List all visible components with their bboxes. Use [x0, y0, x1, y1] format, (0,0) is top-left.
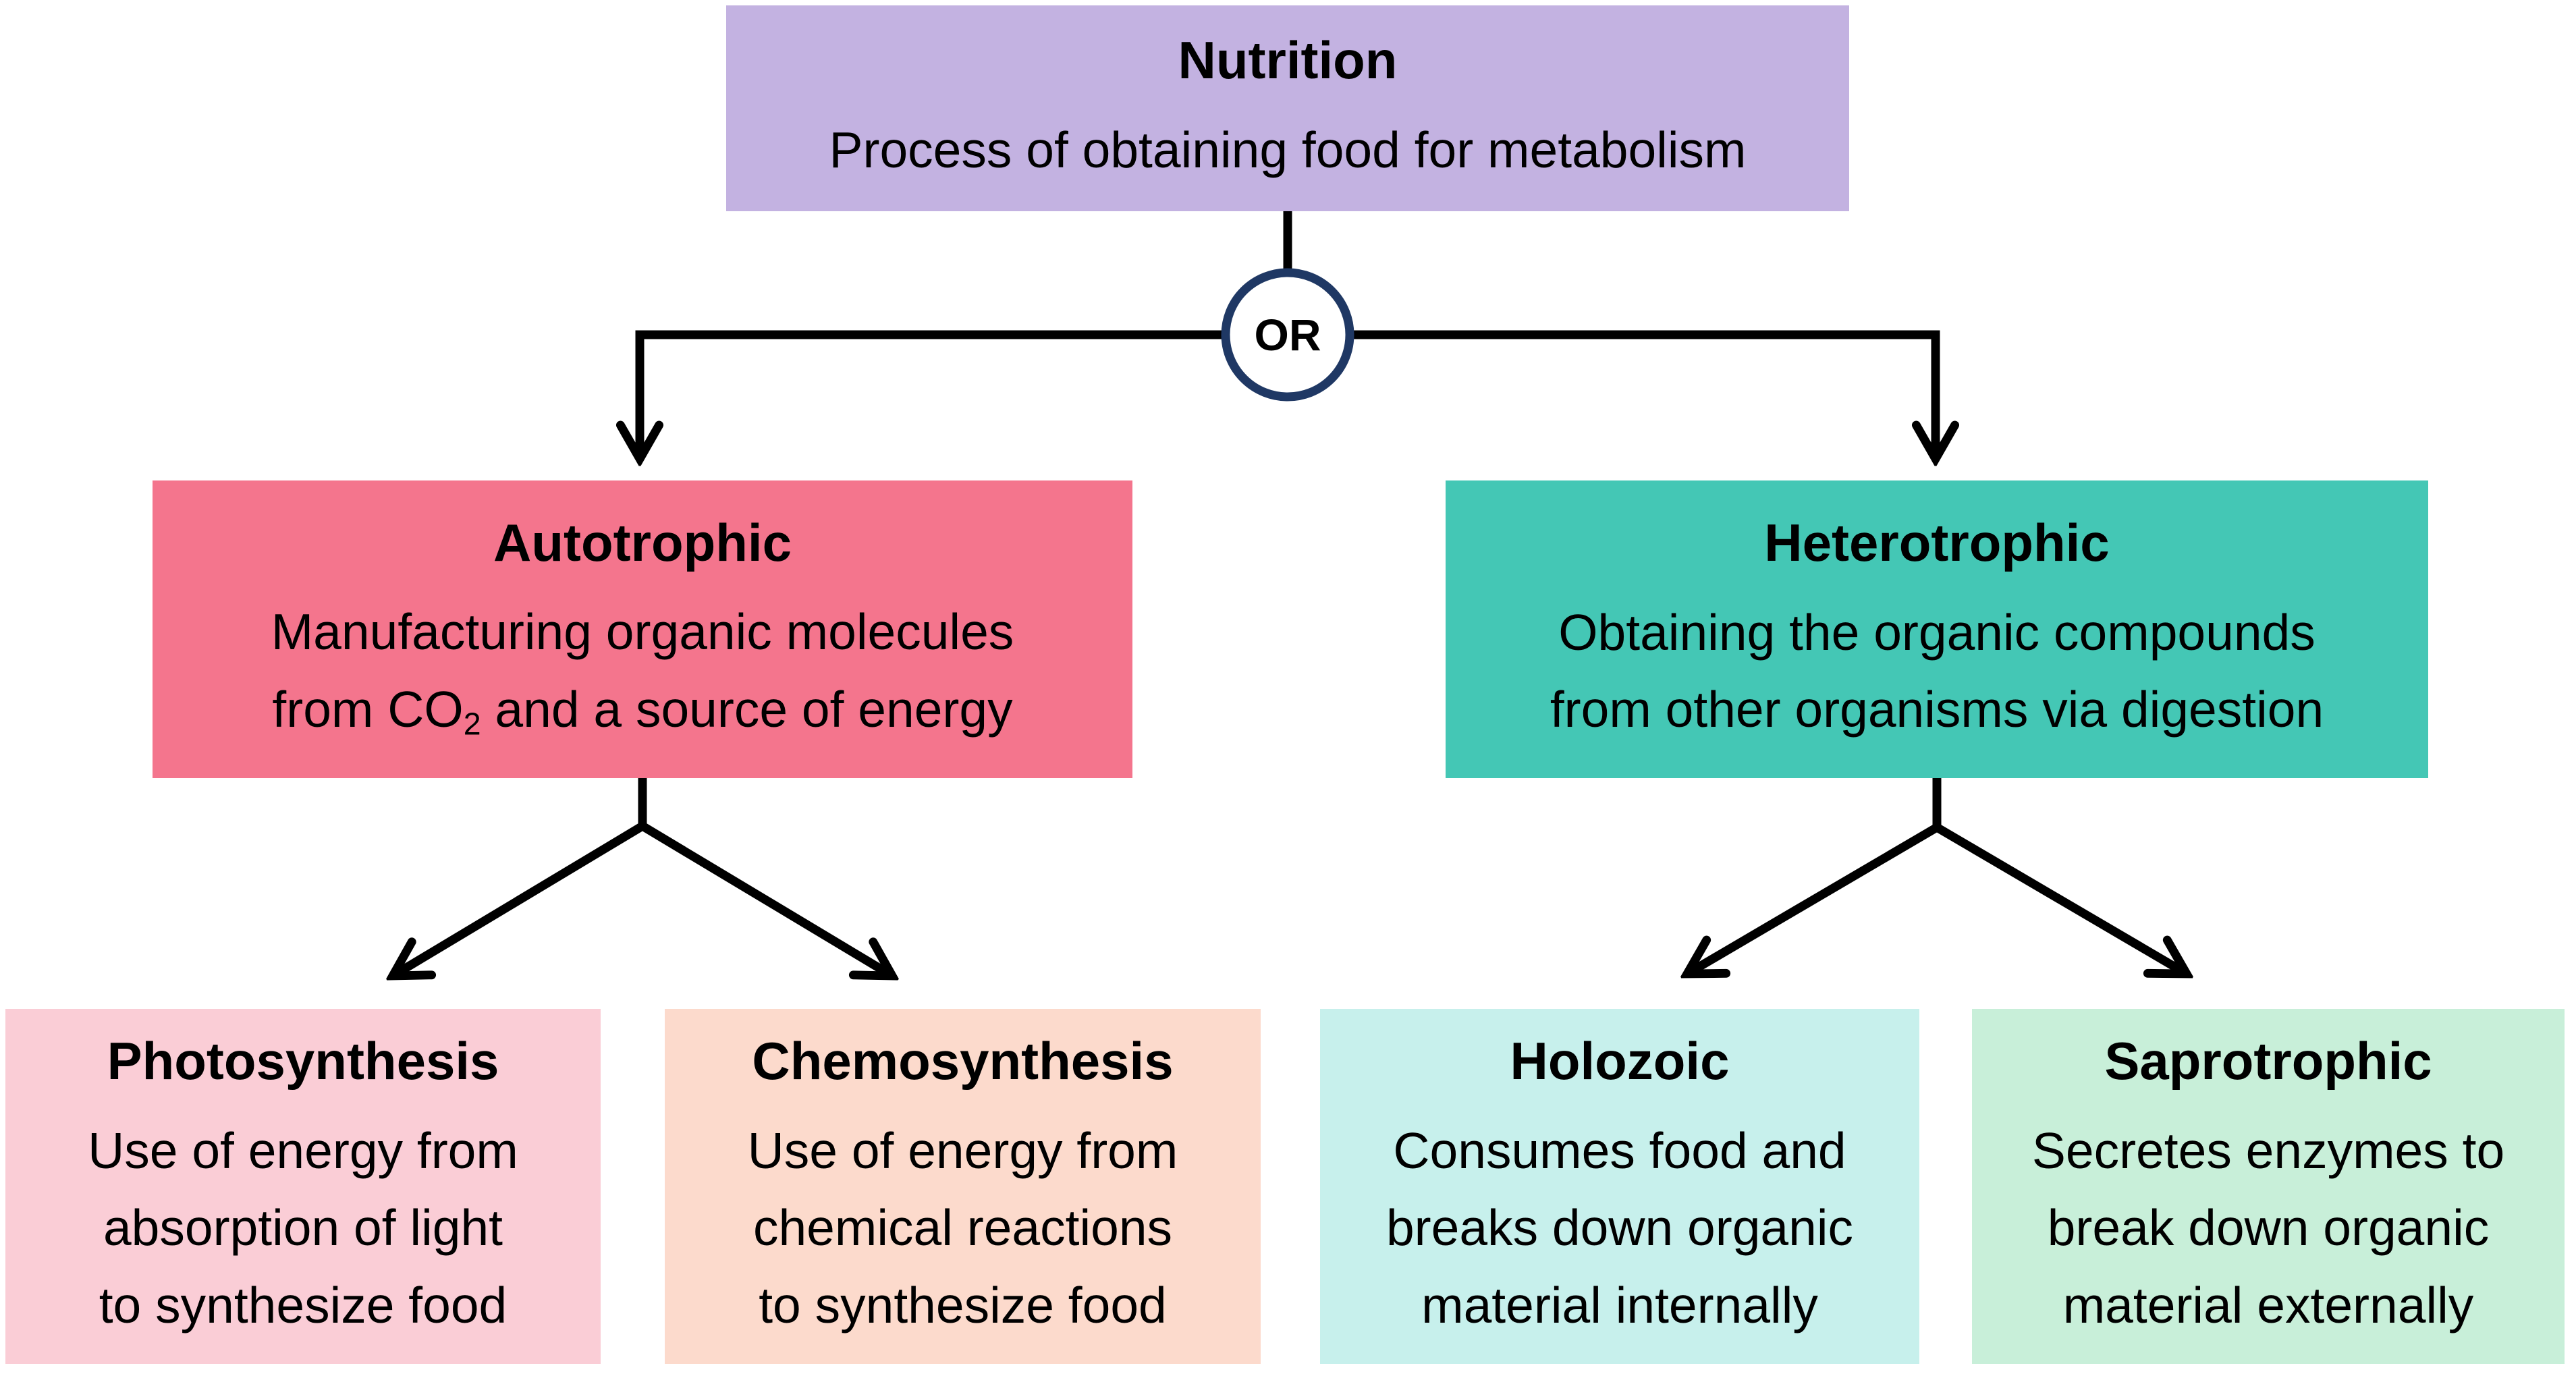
node-holozoic-description: Consumes food and breaks down organic ma… — [1386, 1112, 1853, 1344]
node-nutrition: Nutrition Process of obtaining food for … — [726, 5, 1849, 211]
node-heterotrophic-description-line2: from other organisms via digestion — [1550, 681, 2324, 738]
node-chemosynthesis: Chemosynthesis Use of energy from chemic… — [665, 1009, 1261, 1364]
node-photosynthesis-description-line1: Use of energy from — [88, 1122, 518, 1179]
node-chemosynthesis-description-line3: to synthesize food — [759, 1277, 1167, 1334]
node-autotrophic-description-line2-post: and a source of energy — [481, 681, 1013, 738]
node-heterotrophic-description: Obtaining the organic compounds from oth… — [1550, 594, 2324, 749]
node-chemosynthesis-title: Chemosynthesis — [752, 1031, 1174, 1091]
connector-heterotrophic-split — [1687, 822, 2187, 974]
node-photosynthesis-description-line2: absorption of light — [103, 1199, 503, 1257]
node-heterotrophic: Heterotrophic Obtaining the organic comp… — [1446, 480, 2428, 778]
node-photosynthesis-description: Use of energy from absorption of light t… — [88, 1112, 518, 1344]
connector-autotrophic-split — [393, 821, 892, 976]
node-autotrophic: Autotrophic Manufacturing organic molecu… — [153, 480, 1132, 778]
node-saprotrophic-description-line2: break down organic — [2047, 1199, 2490, 1257]
node-autotrophic-description: Manufacturing organic molecules from CO2… — [271, 593, 1014, 748]
node-holozoic-description-line1: Consumes food and — [1393, 1122, 1846, 1179]
node-autotrophic-title: Autotrophic — [493, 512, 792, 572]
node-nutrition-description: Process of obtaining food for metabolism — [829, 111, 1746, 189]
node-holozoic: Holozoic Consumes food and breaks down o… — [1320, 1009, 1919, 1364]
node-saprotrophic: Saprotrophic Secretes enzymes to break d… — [1972, 1009, 2565, 1364]
node-saprotrophic-title: Saprotrophic — [2104, 1031, 2432, 1091]
node-nutrition-title: Nutrition — [1178, 30, 1398, 90]
node-photosynthesis-description-line3: to synthesize food — [99, 1277, 508, 1334]
node-nutrition-description-line: Process of obtaining food for metabolism — [829, 121, 1747, 178]
or-circle — [1221, 268, 1354, 402]
node-chemosynthesis-description-line2: chemical reactions — [752, 1199, 1173, 1257]
node-autotrophic-description-line2-pre: from CO — [272, 681, 464, 738]
node-chemosynthesis-description-line1: Use of energy from — [747, 1122, 1178, 1179]
node-saprotrophic-description-line1: Secretes enzymes to — [2031, 1122, 2505, 1179]
node-heterotrophic-title: Heterotrophic — [1764, 513, 2110, 572]
node-heterotrophic-description-line1: Obtaining the organic compounds — [1558, 603, 2315, 661]
or-connector-label: OR — [1254, 310, 1321, 360]
node-saprotrophic-description: Secretes enzymes to break down organic m… — [2032, 1112, 2504, 1344]
node-photosynthesis: Photosynthesis Use of energy from absorp… — [5, 1009, 601, 1364]
node-saprotrophic-description-line3: material externally — [2062, 1277, 2474, 1334]
node-holozoic-description-line3: material internally — [1421, 1277, 1818, 1334]
node-photosynthesis-title: Photosynthesis — [107, 1031, 499, 1091]
node-holozoic-title: Holozoic — [1510, 1031, 1730, 1091]
node-autotrophic-description-line1: Manufacturing organic molecules — [271, 603, 1014, 661]
node-chemosynthesis-description: Use of energy from chemical reactions to… — [748, 1112, 1178, 1344]
node-holozoic-description-line2: breaks down organic — [1386, 1199, 1854, 1257]
co2-subscript: 2 — [463, 706, 481, 742]
